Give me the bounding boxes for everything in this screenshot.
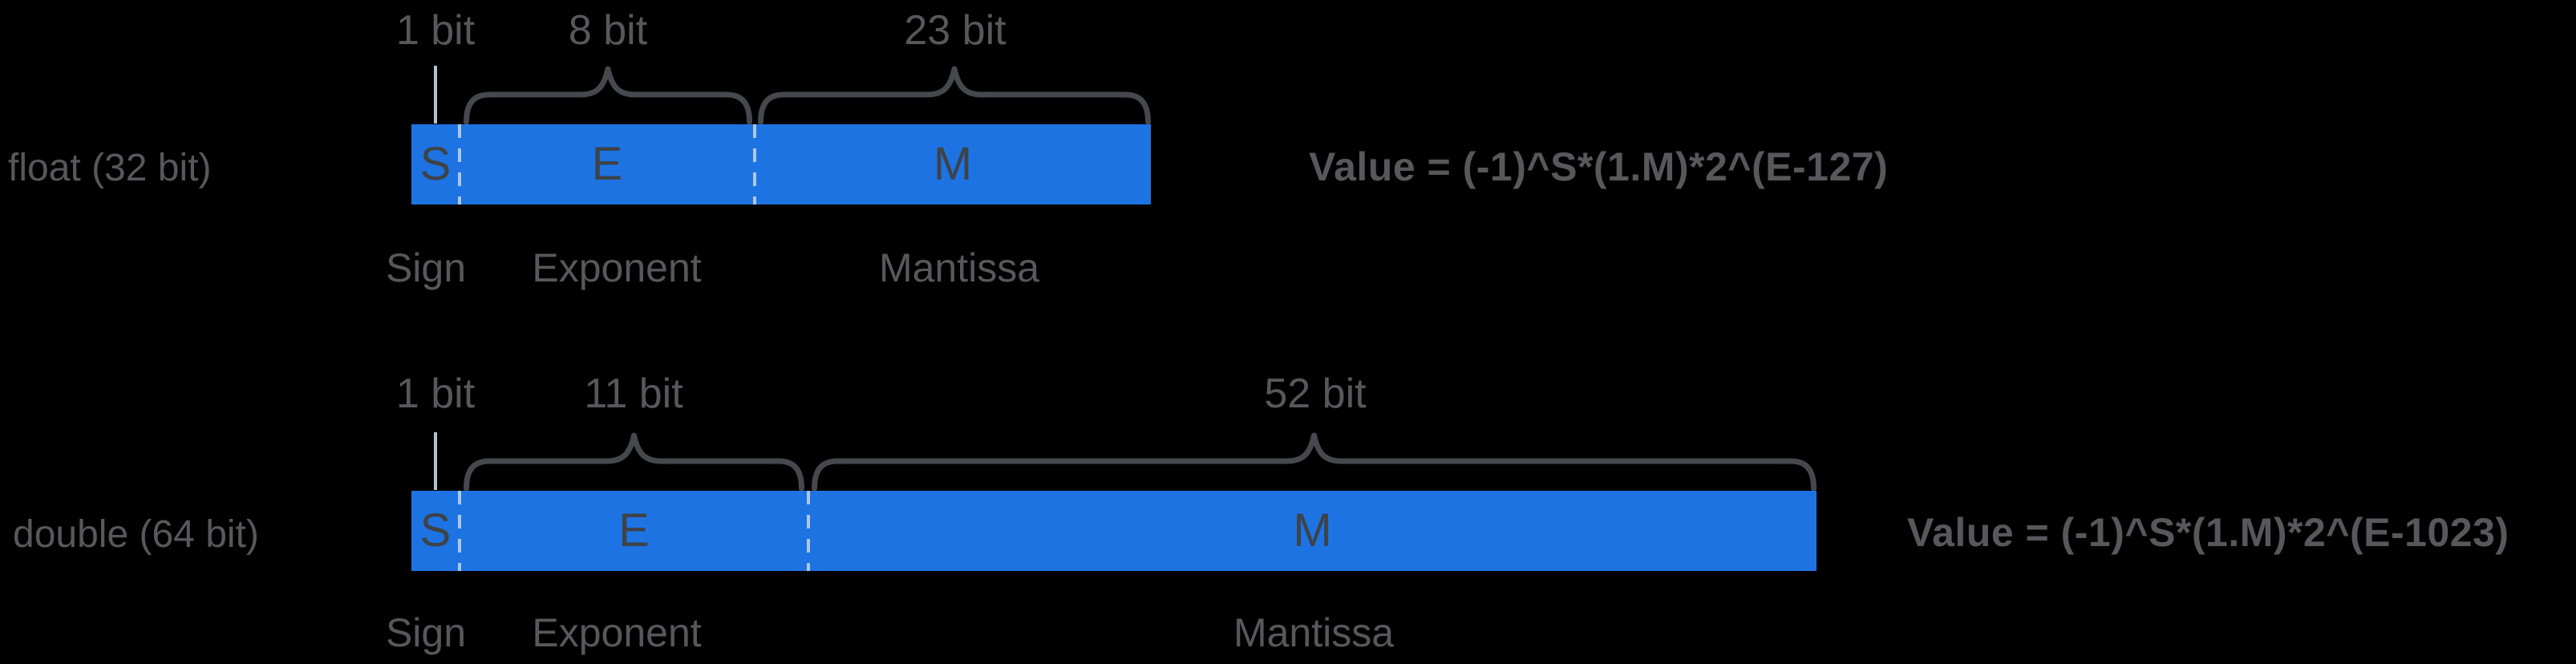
- sign-field-label: Sign: [385, 610, 467, 655]
- mantissa-segment-letter: M: [1293, 504, 1332, 557]
- one-bit-tick-line: [434, 432, 437, 490]
- exponent-brace-icon: [464, 66, 752, 125]
- sign-segment-letter: S: [419, 504, 452, 557]
- exponent-field-label: Exponent: [532, 610, 702, 655]
- mantissa-segment: M: [755, 124, 1151, 204]
- exponent-bit-count-label: 11 bit: [584, 370, 683, 417]
- float-bitfield-bar: S E M: [411, 124, 1151, 204]
- exponent-segment: E: [460, 124, 755, 204]
- exponent-brace-icon: [464, 432, 804, 492]
- format-name-label: double (64 bit): [13, 513, 259, 556]
- mantissa-segment-letter: M: [933, 138, 973, 190]
- sign-segment: S: [411, 491, 460, 571]
- exponent-field-label: Exponent: [532, 245, 702, 290]
- sign-segment: S: [411, 124, 460, 204]
- mantissa-field-label: Mantissa: [1233, 610, 1395, 655]
- segment-divider: [458, 491, 461, 571]
- mantissa-field-label: Mantissa: [878, 245, 1040, 290]
- mantissa-segment: M: [808, 491, 1817, 571]
- mantissa-bit-count-label: 52 bit: [1264, 370, 1367, 417]
- mantissa-brace-icon: [812, 432, 1817, 492]
- format-name-label: float (32 bit): [8, 147, 212, 189]
- mantissa-brace-icon: [758, 66, 1151, 125]
- double-value-formula: Value = (-1)^S*(1.M)*2^(E-1023): [1907, 510, 2509, 555]
- segment-divider: [753, 124, 756, 204]
- segment-divider: [807, 491, 810, 571]
- exponent-segment: E: [460, 491, 808, 571]
- sign-bit-count-label: 1 bit: [395, 7, 476, 54]
- exponent-bit-count-label: 8 bit: [568, 7, 648, 54]
- one-bit-tick-line: [434, 66, 437, 123]
- sign-field-label: Sign: [385, 245, 467, 290]
- segment-divider: [458, 124, 461, 204]
- exponent-segment-letter: E: [591, 138, 623, 190]
- float-value-formula: Value = (-1)^S*(1.M)*2^(E-127): [1309, 144, 1889, 189]
- mantissa-bit-count-label: 23 bit: [904, 7, 1007, 54]
- exponent-segment-letter: E: [618, 504, 650, 557]
- sign-bit-count-label: 1 bit: [395, 370, 476, 417]
- sign-segment-letter: S: [419, 138, 452, 190]
- double-bitfield-bar: S E M: [411, 491, 1817, 571]
